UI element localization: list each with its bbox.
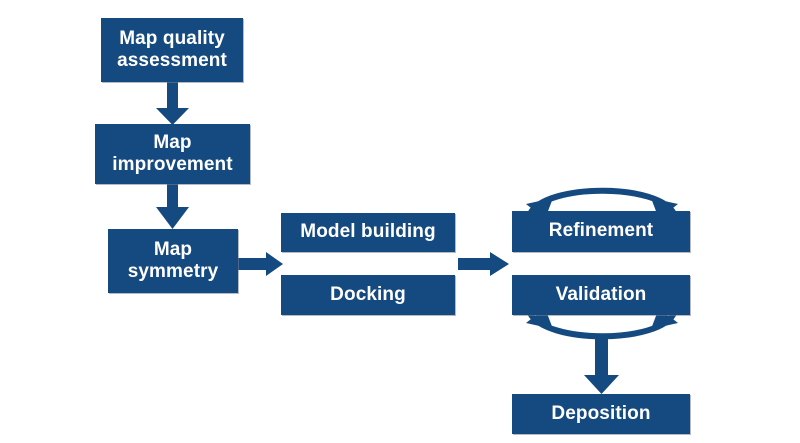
node-model-building[interactable]: Model building bbox=[281, 213, 455, 252]
node-label: Refinement bbox=[548, 220, 654, 242]
node-label-line1: Map quality bbox=[119, 27, 225, 49]
arrow-building-to-refinement bbox=[458, 252, 509, 276]
node-refinement[interactable]: Refinement bbox=[512, 211, 690, 252]
node-map-improvement[interactable]: Map improvement bbox=[95, 124, 250, 184]
node-label-line2: improvement bbox=[112, 154, 233, 175]
node-label: Validation bbox=[555, 283, 647, 305]
arrow-quality-to-improvement bbox=[156, 82, 189, 125]
node-label-line1: Map bbox=[153, 238, 193, 260]
node-validation[interactable]: Validation bbox=[512, 275, 690, 315]
node-label-line2: assessment bbox=[117, 50, 227, 71]
node-deposition[interactable]: Deposition bbox=[512, 394, 690, 434]
arrow-symmetry-to-building bbox=[238, 252, 283, 276]
arrow-cycle-to-deposition bbox=[584, 335, 619, 394]
node-map-symmetry[interactable]: Map symmetry bbox=[108, 229, 238, 293]
node-label: Docking bbox=[330, 283, 406, 305]
node-map-quality-assessment[interactable]: Map quality assessment bbox=[101, 18, 243, 82]
node-label: Deposition bbox=[551, 402, 651, 424]
arrow-improvement-to-symmetry bbox=[156, 184, 189, 229]
node-docking[interactable]: Docking bbox=[281, 275, 455, 315]
node-label: Model building bbox=[300, 221, 436, 243]
node-label-line1: Map bbox=[153, 131, 192, 153]
node-label-line2: symmetry bbox=[127, 261, 219, 282]
